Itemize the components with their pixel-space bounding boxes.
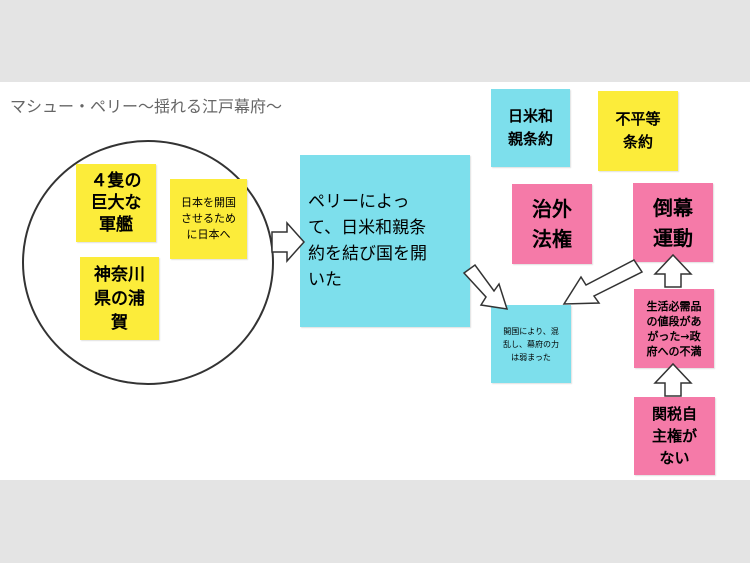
note-open-japan: 日本を開国 させるため に日本へ (170, 179, 247, 259)
note-confusion: 開国により、混 乱し、幕府の力 は弱まった (491, 305, 571, 383)
slide: マシュー・ペリー〜揺れる江戸幕府〜 ４隻の 巨大な 軍艦 神奈川 県の浦 賀 日… (0, 82, 750, 480)
note-warships: ４隻の 巨大な 軍艦 (76, 164, 156, 242)
note-perry: ペリーによっ て、日米和親条 約を結び国を開 いた (300, 155, 470, 327)
note-unequal: 不平等 条約 (598, 91, 678, 171)
block-arrow-up-icon (653, 362, 693, 397)
note-prices: 生活必需品 の値段があ がった→政 府への不満 (634, 289, 714, 368)
slide-title: マシュー・ペリー〜揺れる江戸幕府〜 (10, 97, 283, 116)
note-overthrow: 倒幕 運動 (633, 183, 713, 262)
note-kanagawa: 神奈川 県の浦 賀 (80, 257, 159, 340)
block-arrow-down-right-icon (462, 263, 509, 310)
block-arrow-down-left-icon (562, 259, 644, 305)
note-tariff: 関税自 主権が ない (634, 397, 715, 475)
note-treaty: 日米和 親条約 (491, 89, 570, 167)
note-extraterritoriality: 治外 法権 (512, 184, 592, 264)
